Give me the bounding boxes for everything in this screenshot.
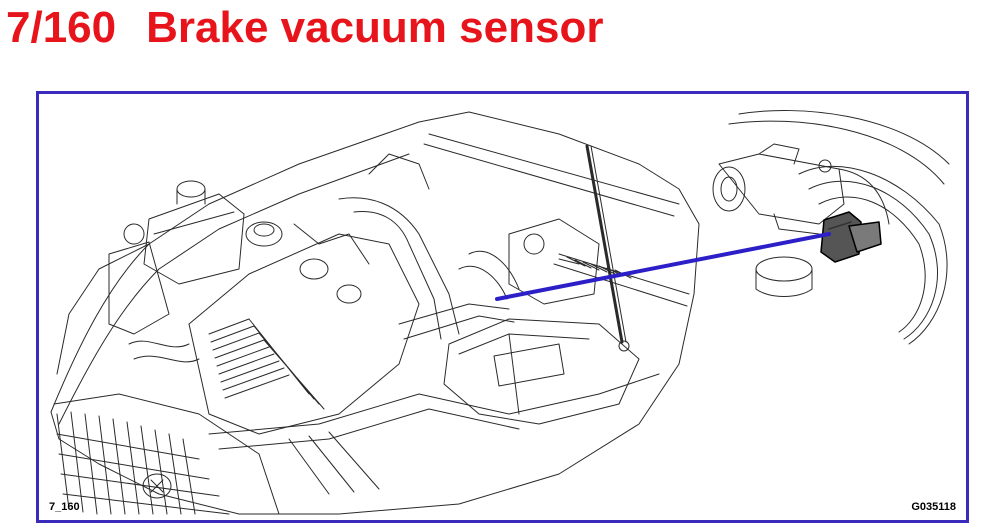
figure-title: Brake vacuum sensor xyxy=(146,3,604,52)
brake-vacuum-sensor xyxy=(820,211,882,263)
car-body-outline xyxy=(50,111,700,515)
page-title: 7/160 Brake vacuum sensor xyxy=(6,2,603,54)
figure-code-left: 7_160 xyxy=(49,501,80,513)
hood-strut xyxy=(585,144,624,344)
figure-code-right: G035118 xyxy=(911,501,956,513)
battery-box xyxy=(508,218,600,305)
washer-reservoir xyxy=(108,223,170,335)
engine-cover xyxy=(188,221,420,435)
engine-bay-illustration xyxy=(50,110,950,515)
figure-number: 7/160 xyxy=(6,3,117,52)
intake-tube xyxy=(338,153,515,340)
coolant-reservoir xyxy=(143,180,245,285)
illustration-frame: 7_160 G035118 xyxy=(36,91,969,523)
sensor-leader-line xyxy=(495,232,831,301)
brake-booster xyxy=(712,110,950,345)
front-grille xyxy=(53,393,280,515)
air-filter-box xyxy=(443,318,640,425)
